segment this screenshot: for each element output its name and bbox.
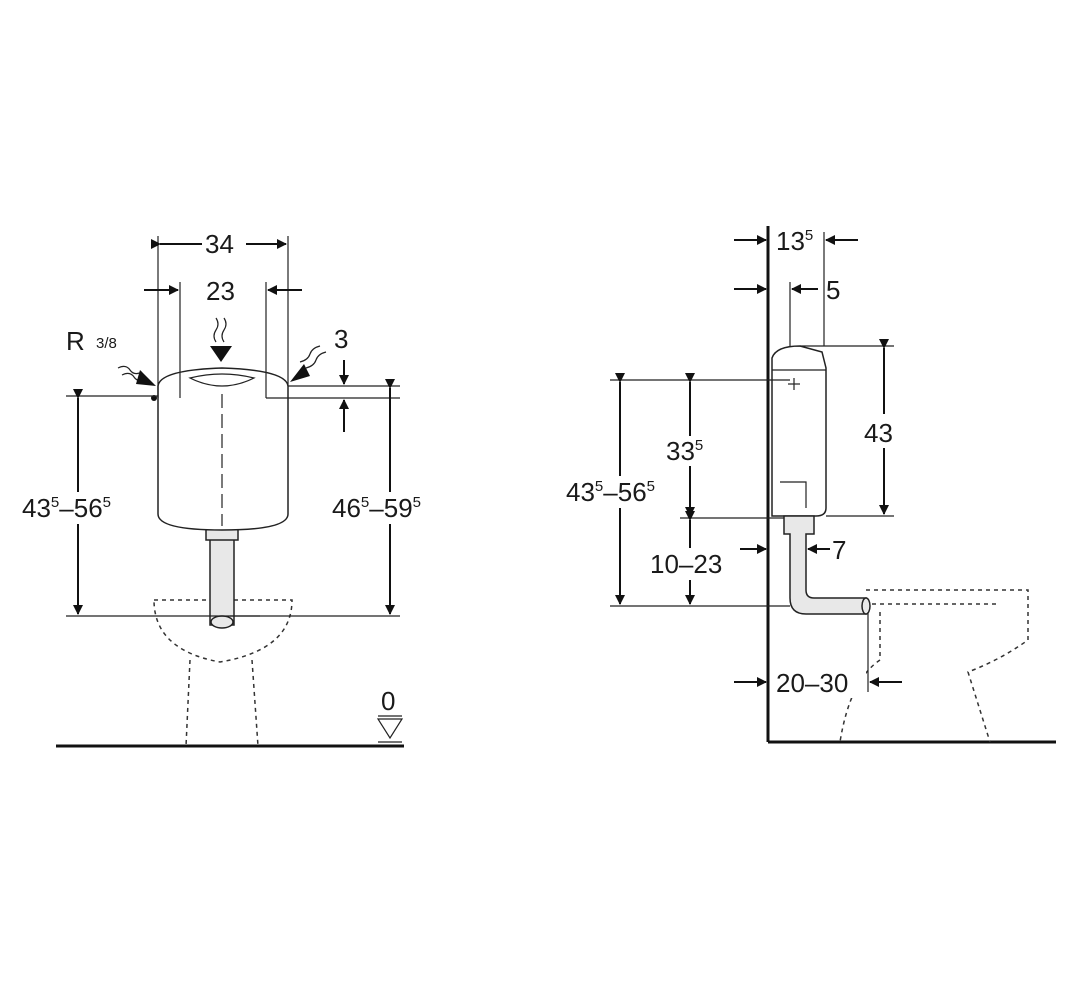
front-view: 0 34 [18,229,442,748]
dim-lid-offset: 3 [334,324,348,354]
dim-pipe-gap: 7 [832,535,846,565]
dim-inlet-height: 335 [666,436,703,466]
cistern-tank [157,367,289,531]
dim-total-height: 435–565 [566,477,655,507]
side-view: 135 5 43 335 435–565 10–23 [562,226,1056,744]
dim-height-left: 435–565 [22,493,111,523]
dim-tank-height: 43 [864,418,893,448]
floor-level-label: 0 [381,686,395,716]
dim-height-right: 465–595 [332,493,421,523]
flush-pipe-side [783,515,867,615]
dim-overall-width: 34 [205,229,234,259]
thread-label: R 3/8 [66,326,117,356]
dim-bowl-distance: 20–30 [776,668,848,698]
wc-bowl-outline [153,599,293,747]
floor-level-symbol [376,715,404,743]
flush-pipe [209,529,235,626]
cistern-lid-opening [188,373,256,387]
dim-pipe-offset: 5 [826,275,840,305]
cistern-side [771,345,827,517]
dim-wall-offset: 135 [776,226,813,256]
dim-inner-width: 23 [206,276,235,306]
dim-pipe-range: 10–23 [650,549,722,579]
